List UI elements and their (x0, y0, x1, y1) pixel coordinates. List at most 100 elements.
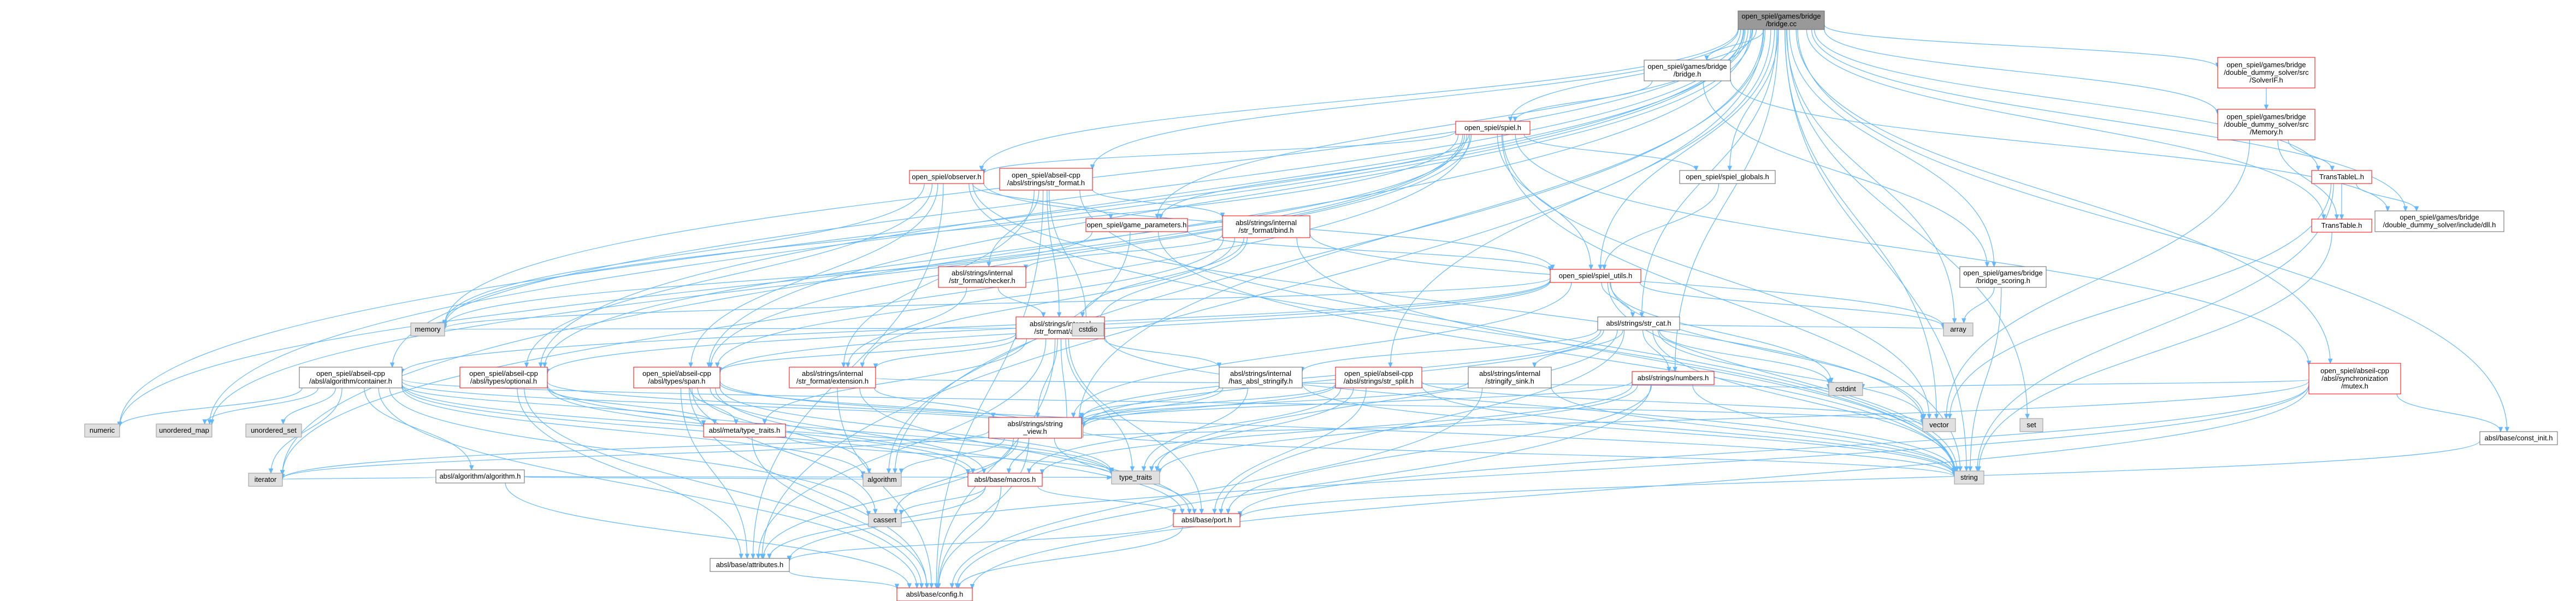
edge-str_format_h-to-string (1079, 190, 1955, 473)
edge-mutex_h-to-port_h (1239, 384, 2309, 516)
node-extension-h[interactable]: absl/strings/internal/str_format/extensi… (789, 367, 876, 388)
node-label: string (1960, 473, 1978, 481)
edge-spiel_utils_h-to-vector (1610, 282, 1924, 419)
node-optional-h[interactable]: open_spiel/abseil-cpp/absl/types/optiona… (459, 367, 548, 388)
arrowhead-spiel_h-to-iterator (280, 470, 285, 476)
dependency-edges (117, 25, 2510, 590)
arrowhead-algorithm_h-to-config_h (907, 583, 912, 589)
edge-memory_h-to-transtable_h (2277, 139, 2337, 220)
node-str-split-h[interactable]: open_spiel/abseil-cpp/absl/strings/str_s… (1335, 367, 1422, 388)
node-checker-h[interactable]: absl/strings/internal/str_format/checker… (938, 266, 1026, 288)
edge-transtable_h-to-string (1978, 232, 2332, 472)
node-algorithm-h[interactable]: absl/algorithm/algorithm.h (435, 469, 525, 484)
arrowhead-stringify_h-to-type_traits (1141, 466, 1147, 472)
arrowhead-bind_h-to-arg_h (1080, 312, 1085, 318)
arrowhead-mutex_h-to-config_h (970, 584, 975, 590)
node-label: absl/strings/internal (1479, 369, 1540, 378)
arrowhead-macros_h-to-port_h (1171, 509, 1177, 515)
edge-str_cat_h-to-port_h (1220, 329, 1625, 514)
node-attributes-h[interactable]: absl/base/attributes.h (710, 558, 790, 572)
arrowhead-root-to-spiel_utils_h (1598, 264, 1603, 270)
node-box (710, 558, 790, 572)
arrowhead-container_h-to-macros_h (965, 469, 971, 475)
arrowhead-memory_h-to-transtable_h (2334, 214, 2339, 220)
node-label: /bridge_scoring.h (1976, 276, 2030, 285)
arrowhead-spiel_h-to-spiel_utils_h (1588, 264, 1593, 270)
arrowhead-root-to-str_format_h (1090, 164, 1095, 170)
arrowhead-spiel_h-to-game_params_h (1158, 214, 1163, 220)
node-macros-h[interactable]: absl/base/macros.h (967, 473, 1043, 487)
node-box (703, 423, 786, 438)
node-label: memory (415, 325, 441, 333)
arrowhead-checker_h-to-extension_h (846, 362, 850, 368)
node-box (1219, 367, 1303, 388)
edge-arg_h-to-stringify_h (1104, 338, 1220, 368)
node-root[interactable]: open_spiel/games/bridge/bridge.cc (1738, 10, 1825, 30)
node-solver-h[interactable]: open_spiel/games/bridge/double_dummy_sol… (2217, 57, 2315, 89)
node-bridge-h[interactable]: open_spiel/games/bridge/bridge.h (1644, 60, 1731, 81)
arrowhead-bind_h-to-extension_h (860, 362, 865, 368)
edge-spiel_h-to-memory (444, 134, 1459, 327)
arrowhead-root-to-globals_h (1727, 166, 1732, 172)
node-spiel-h[interactable]: open_spiel/spiel.h (1455, 121, 1531, 135)
node-globals-h[interactable]: open_spiel/spiel_globals.h (1679, 170, 1776, 184)
node-sink-h[interactable]: absl/strings/internal/stringify_sink.h (1468, 367, 1552, 388)
arrowhead-root-to-const_init_h (2504, 427, 2510, 433)
node-label: unordered_map (159, 426, 209, 434)
edge-arg_h-to-attributes_h (758, 338, 1047, 559)
node-transtable-h[interactable]: TransTable.h (2311, 219, 2372, 233)
arrowhead-str_split_h-to-macros_h (1026, 468, 1032, 474)
node-str-cat-h[interactable]: absl/strings/str_cat.h (1597, 316, 1680, 331)
node-observer-h[interactable]: open_spiel/observer.h (909, 170, 984, 184)
node-const-init-h[interactable]: absl/base/const_init.h (2479, 431, 2558, 445)
edge-spiel_utils_h-to-string_view_h (1073, 282, 1572, 418)
edge-str_cat_h-to-sink_h (1534, 329, 1623, 368)
arrowhead-arg_h-to-attributes_h (755, 553, 761, 559)
node-box (2479, 431, 2558, 445)
arrowhead-numbers_h-to-string (1952, 468, 1957, 474)
arrowhead-spiel_h-to-optional_h (542, 362, 547, 368)
arrowhead-game_params_h-to-spiel_utils_h (1547, 266, 1553, 272)
node-scoring-h[interactable]: open_spiel/games/bridge/bridge_scoring.h (1959, 266, 2047, 288)
edge-str_format_h-to-arg_h (1047, 190, 1060, 317)
node-memory-h[interactable]: open_spiel/games/bridge/double_dummy_sol… (2217, 109, 2315, 140)
edge-const_init_h-to-port_h (1239, 440, 2480, 518)
edge-meta_h-to-type_traits (785, 435, 1112, 475)
edge-root-to-bridge_h (1706, 29, 1764, 61)
node-numbers-h[interactable]: absl/strings/numbers.h (1632, 371, 1715, 385)
node-span-h[interactable]: open_spiel/abseil-cpp/absl/types/span.h (633, 367, 720, 388)
edge-optional_h-to-attributes_h (517, 387, 742, 559)
edge-arg_h-to-meta_h (764, 338, 1027, 425)
edge-globals_h-to-spiel_utils_h (1604, 183, 1720, 270)
edge-str_split_h-to-type_traits (1151, 387, 1354, 472)
node-container-h[interactable]: open_spiel/abseil-cpp/absl/algorithm/con… (299, 367, 403, 388)
node-config-h[interactable]: absl/base/config.h (896, 587, 973, 601)
edge-str_cat_h-to-stringify_h (1302, 329, 1598, 372)
node-dll-h[interactable]: open_spiel/games/bridge/double_dummy_sol… (2374, 210, 2504, 232)
arrowhead-str_format_h-to-arg_h (1056, 312, 1062, 318)
node-string-view-h[interactable]: absl/strings/string_view.h (988, 417, 1082, 439)
arrowhead-numbers_h-to-port_h (1226, 509, 1231, 515)
node-label: /Memory.h (2250, 128, 2283, 136)
node-transtables-h[interactable]: TransTableL.h (2311, 170, 2372, 184)
edge-scoring_h-to-array (1963, 287, 1995, 323)
node-stringify-h[interactable]: absl/strings/internal/has_absl_stringify… (1219, 367, 1303, 388)
node-label: cstdint (1835, 385, 1856, 393)
node-label: open_spiel/games/bridge (2226, 113, 2306, 121)
graph-nodes: open_spiel/games/bridge/bridge.cc open_sp… (84, 10, 2558, 601)
node-str-format-h[interactable]: open_spiel/abseil-cpp/absl/strings/str_f… (999, 168, 1093, 191)
edge-macros_h-to-port_h (1037, 486, 1174, 514)
node-label: /absl/types/optional.h (470, 377, 537, 385)
node-game-params-h[interactable]: open_spiel/game_parameters.h (1085, 218, 1188, 232)
node-bind-h[interactable]: absl/strings/internal/str_format/bind.h (1222, 215, 1310, 238)
node-meta-h[interactable]: absl/meta/type_traits.h (703, 423, 786, 438)
edge-spiel_h-to-iterator (282, 134, 1470, 475)
arrowhead-optional_h-to-attributes_h (738, 553, 744, 559)
node-port-h[interactable]: absl/base/port.h (1173, 513, 1240, 527)
node-label: /str_format/checker.h (949, 276, 1015, 285)
node-box (459, 367, 548, 388)
edge-str_split_h-to-port_h (1214, 387, 1367, 514)
node-spiel-utils-h[interactable]: open_spiel/spiel_utils.h (1550, 269, 1641, 283)
node-vector: vector (1922, 418, 1956, 432)
node-mutex-h[interactable]: open_spiel/abseil-cpp/absl/synchronizati… (2308, 363, 2401, 394)
